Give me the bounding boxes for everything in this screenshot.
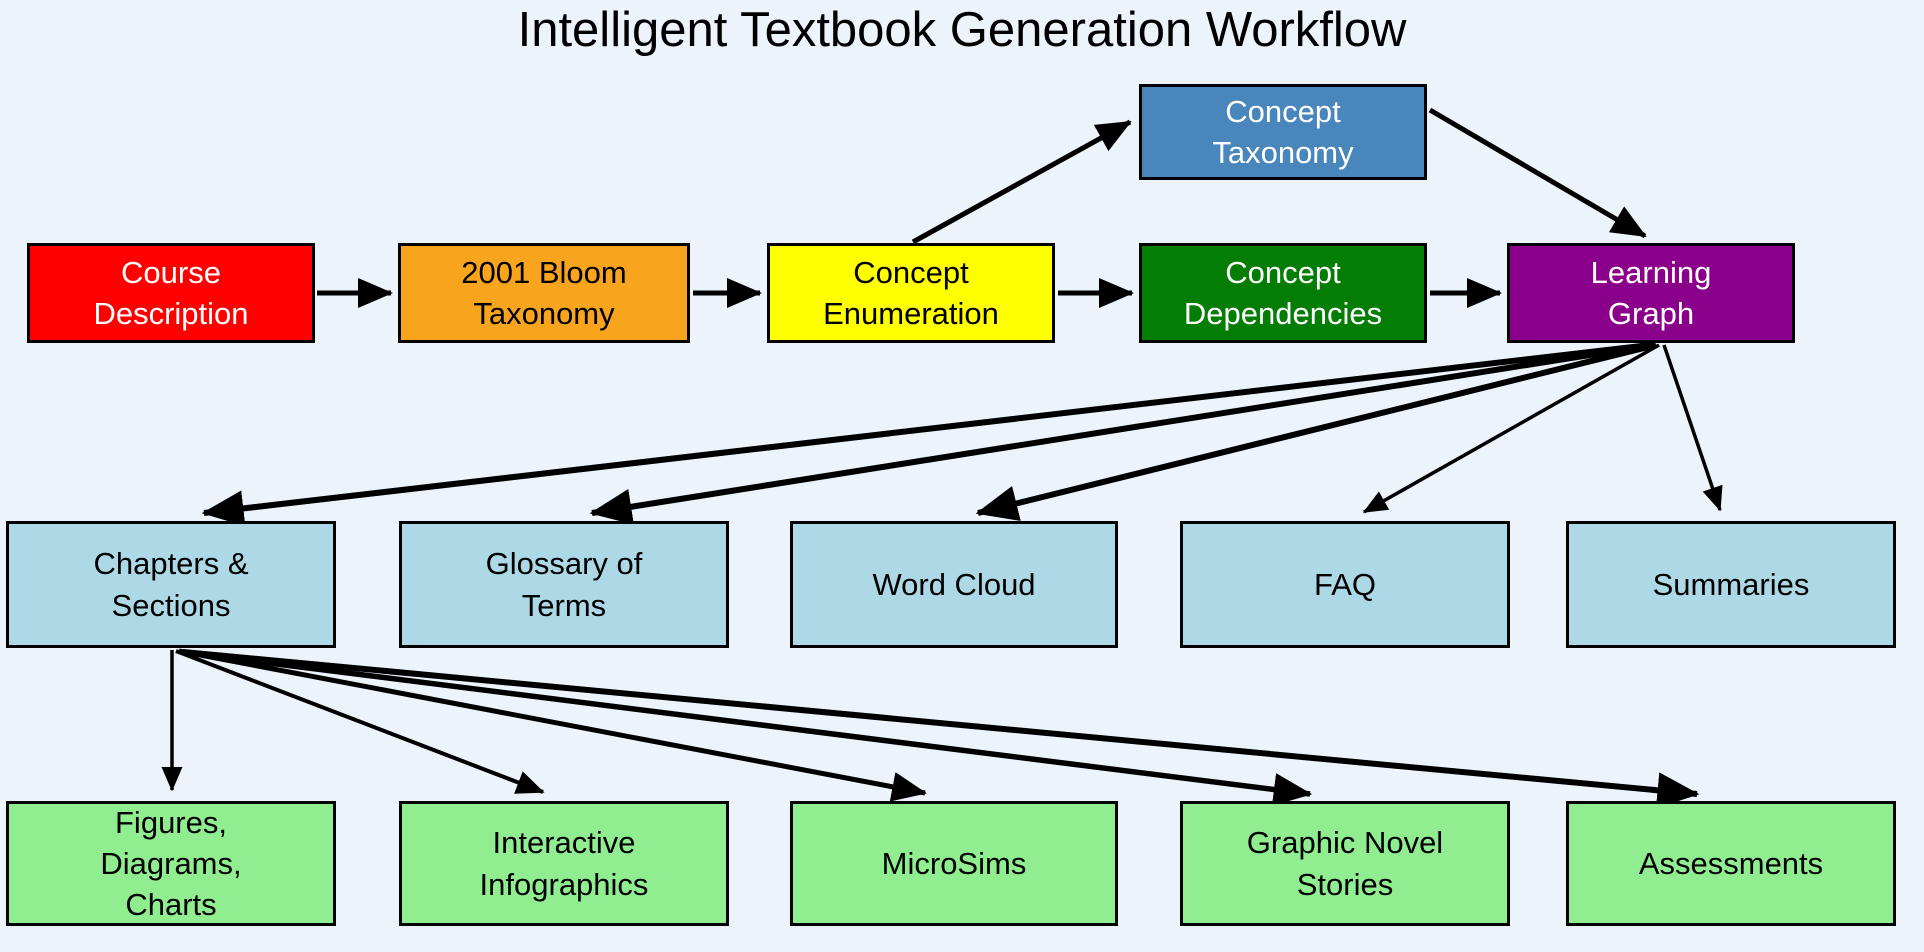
node-label-line: Diagrams, xyxy=(100,845,242,881)
node-label-line: Graph xyxy=(1607,296,1695,331)
node-label-line: Description xyxy=(93,296,249,331)
node-label-line: Interactive xyxy=(492,825,636,861)
edge-learning-graph-to-word-cloud xyxy=(975,342,1657,521)
edge-chapters-to-assessments xyxy=(182,649,1700,809)
node-label-line: Course xyxy=(121,254,221,290)
node-assessments: Assessments xyxy=(1566,801,1896,926)
node-label-line: Stories xyxy=(1296,866,1394,902)
node-bloom-taxonomy: 2001 Bloom Taxonomy xyxy=(398,243,690,343)
node-label-line: Concept xyxy=(1225,254,1341,290)
node-concept-enumeration: Concept Enumeration xyxy=(767,243,1055,343)
edge-chapters-to-graphic-novel xyxy=(180,649,1313,806)
node-label-line: Summaries xyxy=(1652,566,1810,602)
edge-enumeration-to-taxonomy xyxy=(911,119,1132,245)
node-label-line: Taxonomy xyxy=(1212,135,1354,170)
node-figures-diagrams-charts: Figures, Diagrams, Charts xyxy=(6,801,336,926)
node-label-line: Assessments xyxy=(1638,845,1824,881)
node-chapters-sections: Chapters & Sections xyxy=(6,521,336,648)
node-label-line: Infographics xyxy=(479,866,649,902)
node-label-line: Charts xyxy=(125,887,217,923)
node-faq: FAQ xyxy=(1180,521,1510,648)
node-label-line: 2001 Bloom xyxy=(461,254,627,290)
node-concept-dependencies: Concept Dependencies xyxy=(1139,243,1427,343)
node-label-line: Learning xyxy=(1590,254,1712,290)
node-label-line: Concept xyxy=(853,254,969,290)
node-label-line: MicroSims xyxy=(881,845,1027,881)
node-label-line: Graphic Novel xyxy=(1246,825,1444,861)
edge-learning-graph-to-chapters xyxy=(201,342,1651,527)
edge-learning-graph-to-faq xyxy=(1362,343,1660,514)
node-learning-graph: Learning Graph xyxy=(1507,243,1795,343)
diagram-title: Intelligent Textbook Generation Workflow xyxy=(517,3,1407,57)
node-label-line: Enumeration xyxy=(823,296,999,331)
node-microsims: MicroSims xyxy=(790,801,1118,926)
node-label-line: Sections xyxy=(111,587,231,623)
node-summaries: Summaries xyxy=(1566,521,1896,648)
node-graphic-novel-stories: Graphic Novel Stories xyxy=(1180,801,1510,926)
node-interactive-infographics: Interactive Infographics xyxy=(399,801,729,926)
edge-chapters-to-microsims xyxy=(178,648,927,802)
node-label-line: Figures, xyxy=(115,804,227,840)
edge-chapters-to-infographics xyxy=(175,649,545,794)
node-label-line: Word Cloud xyxy=(872,566,1036,602)
node-label-line: Chapters & xyxy=(93,546,249,582)
node-label-line: Taxonomy xyxy=(473,296,615,331)
node-label-line: Glossary of xyxy=(485,546,643,582)
node-word-cloud: Word Cloud xyxy=(790,521,1118,648)
node-label-line: Concept xyxy=(1225,93,1341,129)
node-label-line: Dependencies xyxy=(1183,296,1383,331)
node-glossary-of-terms: Glossary of Terms xyxy=(399,521,729,648)
node-course-description: Course Description xyxy=(27,243,315,343)
node-concept-taxonomy: Concept Taxonomy xyxy=(1139,84,1427,180)
edge-taxonomy-to-learning-graph xyxy=(1428,107,1647,239)
node-label-line: FAQ xyxy=(1313,566,1376,602)
edge-learning-graph-to-summaries xyxy=(1662,344,1723,512)
node-label-line: Terms xyxy=(521,587,607,623)
edge-learning-graph-to-glossary xyxy=(589,342,1654,525)
